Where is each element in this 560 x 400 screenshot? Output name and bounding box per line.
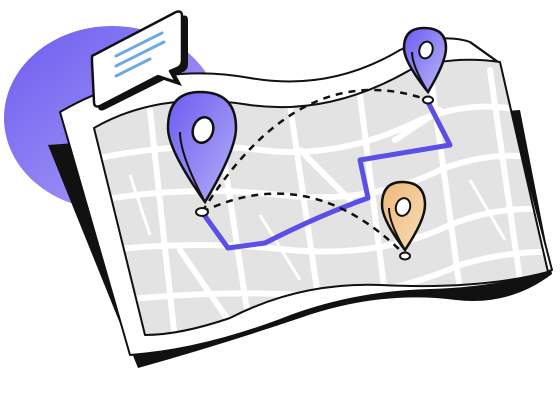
route-points xyxy=(195,95,434,261)
map-outline xyxy=(93,58,549,336)
location-pin-icon xyxy=(402,26,448,95)
location-pin-icon xyxy=(166,90,238,205)
chat-bubble-icon xyxy=(90,10,188,111)
route-path xyxy=(199,99,453,251)
location-pin-icon xyxy=(380,180,427,253)
dashed-routes xyxy=(200,88,429,256)
